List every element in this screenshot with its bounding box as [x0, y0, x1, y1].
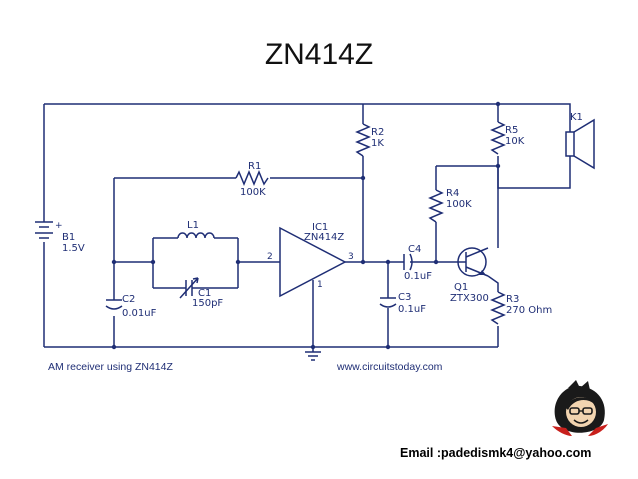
capacitor-c2: C2 0.01uF	[105, 294, 157, 319]
svg-text:R5: R5	[505, 125, 518, 136]
svg-text:10K: 10K	[505, 136, 525, 147]
svg-text:R4: R4	[446, 188, 459, 199]
resistor-r1: R1 100K	[235, 161, 269, 198]
resistor-r5: R5 10K	[490, 121, 525, 155]
slide-title: ZN414Z	[264, 38, 374, 71]
email-address: Email :padedismk4@yahoo.com	[400, 446, 592, 460]
inductor-l1: L1	[177, 220, 215, 239]
svg-text:K1: K1	[570, 112, 583, 123]
svg-text:Q1: Q1	[454, 282, 468, 293]
svg-text:1.5V: 1.5V	[62, 243, 85, 254]
svg-text:3: 3	[348, 252, 354, 262]
cartoon-face-logo-icon	[552, 380, 608, 436]
resistor-r2: R2 1K	[355, 123, 384, 157]
svg-text:2: 2	[267, 252, 273, 262]
ground-icon	[305, 347, 321, 361]
capacitor-c4: C4 0.1uF	[403, 244, 432, 282]
speaker-k1: K1	[565, 112, 595, 170]
svg-text:1K: 1K	[371, 138, 384, 149]
svg-text:C1: C1	[198, 288, 211, 299]
svg-text:0.01uF: 0.01uF	[122, 308, 157, 319]
svg-text:L1: L1	[187, 220, 199, 231]
svg-text:1: 1	[317, 280, 323, 290]
svg-text:100K: 100K	[240, 187, 266, 198]
svg-text:0.1uF: 0.1uF	[398, 304, 426, 315]
junction-dots	[111, 101, 501, 350]
svg-text:150pF: 150pF	[192, 298, 223, 309]
svg-text:B1: B1	[62, 232, 75, 243]
resistor-r4: R4 100K	[428, 188, 472, 223]
ic1-amplifier: IC1 ZN414Z 2 3 1	[267, 222, 354, 298]
svg-text:100K: 100K	[446, 199, 472, 210]
svg-text:C2: C2	[122, 294, 135, 305]
capacitor-c3: C3 0.1uF	[379, 292, 426, 315]
svg-text:270 Ohm: 270 Ohm	[506, 305, 552, 316]
resistor-r3: R3 270 Ohm	[490, 291, 552, 325]
svg-text:R3: R3	[506, 294, 519, 305]
svg-text:IC1: IC1	[312, 222, 328, 233]
svg-text:ZN414Z: ZN414Z	[304, 232, 344, 243]
website-caption: www.circuitstoday.com	[336, 361, 443, 373]
battery-b1: + B1 1.5V	[35, 221, 85, 254]
svg-text:ZTX300: ZTX300	[450, 293, 489, 304]
schematic-caption: AM receiver using ZN414Z	[48, 361, 173, 373]
svg-text:R1: R1	[248, 161, 261, 172]
svg-text:R2: R2	[371, 127, 384, 138]
capacitor-c1: C1 150pF	[179, 277, 223, 309]
svg-text:C3: C3	[398, 292, 411, 303]
svg-text:+: +	[55, 221, 63, 231]
transistor-q1: Q1 ZTX300	[450, 247, 489, 304]
svg-text:C4: C4	[408, 244, 421, 255]
svg-text:0.1uF: 0.1uF	[404, 271, 432, 282]
